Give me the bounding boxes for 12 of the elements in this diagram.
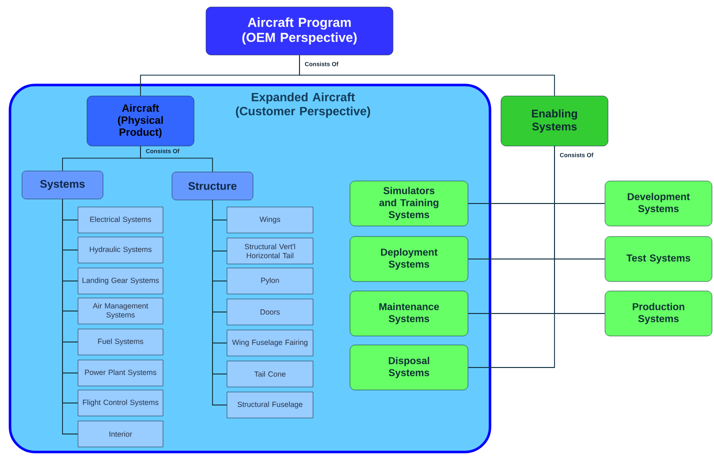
system-box: Development Systems [604,180,712,226]
program-box: Aircraft Program (OEM Perspective) [206,6,394,56]
product-box: Aircraft (Physical Product) [86,96,194,146]
system-box: Production Systems [604,290,712,336]
system-box: Maintenance Systems [350,290,468,336]
category-box: Structure [172,172,254,200]
system-box: Test Systems [604,236,712,282]
system-box: Disposal Systems [350,344,468,390]
category-box: Systems [22,170,104,200]
system-box: Simulators and Training Systems [350,180,468,226]
system-box: Deployment Systems [350,236,468,282]
enabling-box: Enabling Systems [500,96,608,146]
